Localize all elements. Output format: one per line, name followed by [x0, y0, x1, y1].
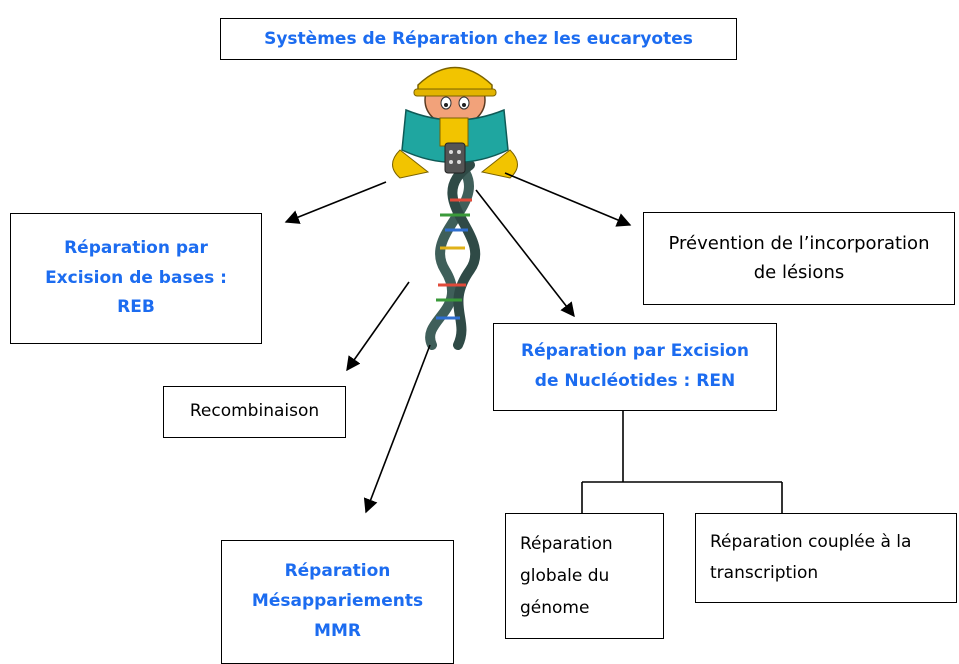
node-reparation-couplee-label: Réparation couplée à la transcription	[710, 531, 912, 583]
node-recombinaison: Recombinaison	[163, 386, 346, 438]
worker-repairing-dna-icon	[392, 66, 518, 350]
node-reb-label: Réparation par Excision de bases : REB	[45, 237, 227, 318]
node-reparation-couplee: Réparation couplée à la transcription	[695, 513, 957, 603]
dna-helix-icon	[425, 155, 481, 350]
arrow-to-prevention	[504, 172, 632, 227]
node-reparation-globale-label: Réparation globale du génome	[520, 533, 613, 619]
diagram-title: Systèmes de Réparation chez les eucaryot…	[220, 18, 737, 60]
node-mmr-label: Réparation Mésappariements MMR	[251, 561, 424, 641]
node-ren: Réparation par Excision de Nucléotides :…	[493, 323, 777, 411]
node-prevention-label: Prévention de l’incorporation de lésions	[668, 232, 930, 283]
worker-icon	[392, 66, 518, 179]
node-recombinaison-label: Recombinaison	[189, 401, 320, 422]
node-ren-label: Réparation par Excision de Nucléotides :…	[521, 341, 749, 391]
arrows	[284, 172, 632, 514]
node-reb: Réparation par Excision de bases : REB	[10, 213, 262, 344]
node-reparation-globale: Réparation globale du génome	[505, 513, 664, 639]
node-mmr: Réparation Mésappariements MMR	[221, 540, 454, 664]
arrow-to-reb	[284, 181, 387, 224]
ren-tree-connector	[581, 411, 783, 513]
arrow-to-mmr	[363, 344, 431, 514]
arrow-to-recombinaison	[346, 281, 410, 372]
arrow-to-ren	[475, 189, 575, 318]
node-prevention: Prévention de l’incorporation de lésions	[643, 212, 955, 305]
diagram-title-text: Systèmes de Réparation chez les eucaryot…	[264, 28, 693, 49]
